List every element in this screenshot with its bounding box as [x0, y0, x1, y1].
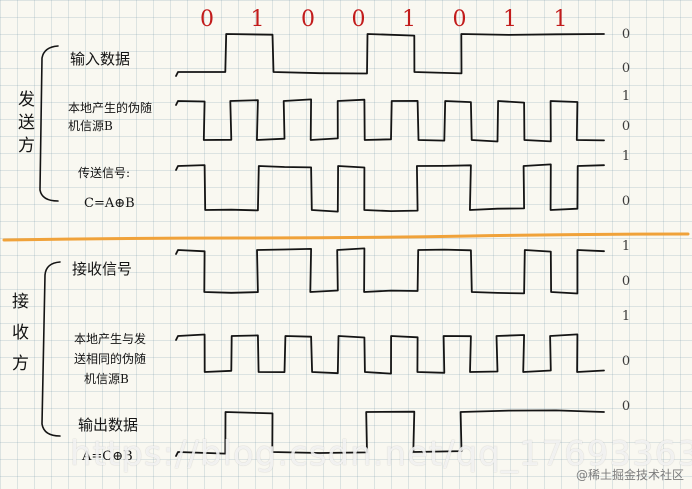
send-section: 发送方 输入数据 本地产生的伪随 机信源B 传送信号: C=A⊕B: [14, 45, 152, 211]
side-bit: 0: [622, 27, 630, 42]
side-bit: 1: [622, 239, 630, 254]
top-bit: 0: [301, 7, 315, 32]
local-prn-sync-label-line3: 机信源B: [84, 372, 129, 386]
rx-signal-waveform: [175, 247, 605, 295]
local-prn-waveform: [175, 98, 605, 143]
top-bit-sequence: 0 1 0 0 1 0 1 1: [200, 7, 568, 32]
side-bit: 1: [622, 89, 630, 104]
send-section-label: 发送方: [14, 90, 35, 159]
input-data-waveform: [175, 33, 605, 77]
send-bracket: [39, 45, 59, 202]
side-bit: 1: [622, 309, 630, 324]
top-bit: 0: [352, 7, 366, 32]
receive-bracket: [41, 261, 61, 437]
input-data-label: 输入数据: [70, 50, 130, 68]
section-divider: [2, 232, 690, 242]
top-bit: 0: [453, 7, 467, 32]
tx-signal-label-line2: C=A⊕B: [84, 196, 135, 211]
rx-signal-label: 接收信号: [72, 260, 132, 278]
side-bit: 0: [622, 194, 630, 209]
local-prn-sync-label-line2: 送相同的伪随: [74, 351, 146, 366]
top-bit: 1: [402, 7, 416, 32]
side-bit: 0: [622, 61, 630, 76]
local-prn-label-line2: 机信源B: [68, 119, 113, 133]
side-bit-column: 0 0 1 0 1 0 1 0 1 0 0: [622, 27, 630, 414]
local-prn-sync-label-line1: 本地产生与发: [74, 331, 146, 346]
tx-signal-label-line1: 传送信号:: [78, 165, 130, 180]
output-data-waveform: [175, 409, 605, 457]
receive-section-label: 接收方: [8, 292, 29, 385]
side-bit: 0: [622, 354, 630, 369]
local-prn-label-line1: 本地产生的伪随: [68, 100, 152, 115]
output-data-label-line2: A=C⊕B: [81, 449, 133, 464]
tx-signal-waveform: [175, 163, 605, 213]
side-bit: 1: [622, 149, 630, 164]
side-bit: 0: [622, 274, 630, 289]
receive-section: 接收方 接收信号 本地产生与发 送相同的伪随 机信源B 输出数据 A=C⊕B: [8, 260, 146, 464]
top-bit: 1: [251, 7, 265, 32]
side-bit: 0: [622, 399, 630, 414]
local-prn-sync-waveform: [175, 333, 605, 375]
waveforms: [175, 33, 605, 457]
watermark-brand: @稀土掘金技术社区: [575, 468, 684, 482]
watermark-url: https://blog.csdn.net/qq_17693363: [70, 434, 692, 474]
side-bit: 0: [622, 119, 630, 134]
top-bit: 1: [503, 7, 517, 32]
output-data-label-line1: 输出数据: [78, 416, 138, 434]
top-bit: 1: [554, 7, 568, 32]
top-bit: 0: [200, 7, 214, 32]
